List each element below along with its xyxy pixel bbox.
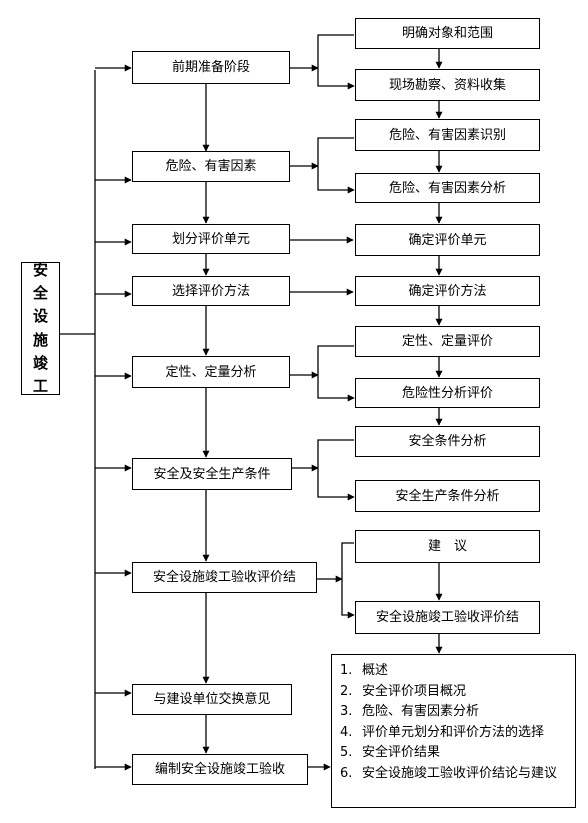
root-box: 安全设施竣工 [21, 261, 60, 395]
step-risk-evaluation: 危险性分析评价 [355, 378, 540, 408]
step-preparation: 前期准备阶段 [132, 51, 290, 84]
step-label: 安全生产条件分析 [395, 488, 500, 504]
step-label: 划分评价单元 [171, 231, 250, 247]
root-title: 安全设施竣工 [32, 260, 48, 395]
step-label: 安全条件分析 [408, 434, 487, 449]
list-item: 5.安全评价结果 [340, 745, 441, 760]
step-analysis: 定性、定量分析 [132, 356, 290, 388]
step-hazard-analysis: 危险、有害因素分析 [355, 173, 540, 203]
list-item: 4.评价单元划分和评价方法的选择 [340, 724, 545, 740]
list-item: 6.安全设施竣工验收评价结论与建议 [340, 765, 558, 781]
step-label: 危险、有害因素识别 [388, 127, 506, 143]
step-hazard-factors: 危险、有害因素 [132, 151, 290, 182]
step-label: 编制安全设施竣工验收 [154, 762, 285, 777]
step-safety-conditions: 安全及安全生产条件 [132, 458, 292, 490]
step-select-methods: 选择评价方法 [132, 276, 290, 306]
step-evaluation-conclusion: 安全设施竣工验收评价结 [355, 601, 540, 634]
step-acceptance-conclusion: 安全设施竣工验收评价结 [132, 562, 317, 593]
step-label: 前期准备阶段 [171, 60, 250, 75]
step-label: 明确对象和范围 [401, 26, 493, 41]
step-label: 选择评价方法 [171, 283, 250, 299]
list-item: 3.危险、有害因素分析 [340, 704, 480, 719]
step-label: 危险性分析评价 [401, 385, 493, 401]
step-label: 安全及安全生产条件 [153, 466, 271, 482]
step-label: 安全设施竣工验收评价结 [375, 610, 519, 625]
step-label: 确定评价单元 [408, 232, 487, 248]
step-compile-report: 编制安全设施竣工验收 [132, 754, 308, 785]
step-divide-units: 划分评价单元 [132, 224, 290, 254]
step-label: 危险、有害因素分析 [388, 180, 506, 196]
list-item: 1.概述 [340, 663, 389, 678]
step-qualitative-evaluation: 定性、定量评价 [355, 326, 540, 357]
step-site-survey: 现场勘察、资料收集 [355, 69, 540, 101]
step-hazard-identification: 危险、有害因素识别 [355, 119, 540, 151]
step-determine-units: 确定评价单元 [355, 224, 540, 256]
step-label: 确定评价方法 [408, 283, 487, 299]
step-define-scope: 明确对象和范围 [355, 18, 540, 49]
step-determine-methods: 确定评价方法 [355, 276, 540, 306]
step-label: 危险、有害因素 [165, 159, 257, 174]
step-production-condition-analysis: 安全生产条件分析 [355, 480, 540, 512]
step-label: 现场勘察、资料收集 [388, 77, 506, 93]
step-label: 定性、定量分析 [165, 364, 257, 380]
report-contents-box: 1.概述 2.安全评价项目概况 3.危险、有害因素分析 4.评价单元划分和评价方… [331, 654, 576, 808]
step-label: 建 议 [427, 539, 467, 554]
step-safety-condition-analysis: 安全条件分析 [355, 426, 540, 457]
step-label: 定性、定量评价 [401, 334, 493, 349]
step-suggestions: 建 议 [355, 530, 540, 563]
list-item: 2.安全评价项目概况 [340, 683, 467, 699]
step-exchange-opinions: 与建设单位交换意见 [132, 684, 292, 715]
step-label: 与建设单位交换意见 [153, 692, 271, 707]
step-label: 安全设施竣工验收评价结 [152, 570, 296, 585]
